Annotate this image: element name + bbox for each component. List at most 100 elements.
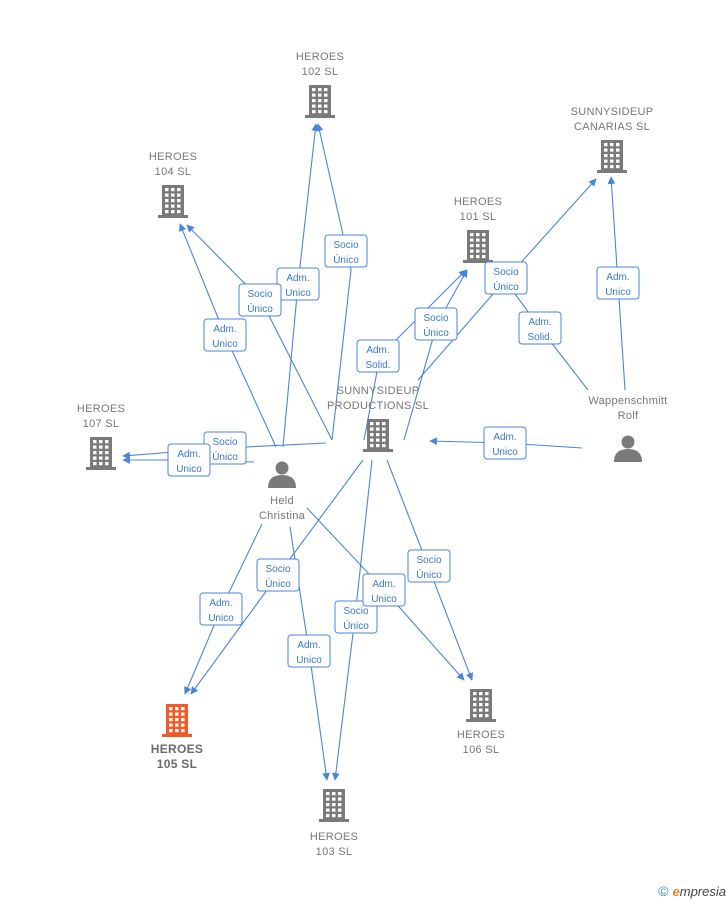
edge-label[interactable]: Adm. Solid.	[518, 311, 562, 345]
edge-label-text: Socio	[212, 437, 237, 448]
edge-label-text: Solid.	[365, 360, 390, 371]
node-label: Held	[270, 495, 294, 507]
edge-label[interactable]: Adm. Unico	[287, 634, 331, 668]
edge-label-text: Único	[247, 302, 273, 315]
company-node-sunnycanarias[interactable]: SUNNYSIDEUP CANARIAS SL	[571, 106, 654, 173]
edge-label-text: Adm.	[286, 273, 309, 284]
node-label: 106 SL	[463, 744, 500, 756]
edge-label[interactable]: Adm. Unico	[167, 443, 211, 477]
edge-label-text: Único	[343, 619, 369, 632]
node-label: Christina	[259, 510, 306, 522]
edge-label[interactable]: Adm. Unico	[483, 426, 527, 460]
edge-label-text: Adm.	[493, 432, 516, 443]
edge-label-text: Unico	[492, 447, 518, 458]
node-label: HEROES	[457, 729, 505, 741]
edge-label-text: Unico	[371, 594, 397, 605]
person-icon	[268, 461, 296, 488]
edge-label-text: Único	[212, 450, 238, 463]
edge-label-text: Adm.	[372, 579, 395, 590]
edge-label-text: Adm.	[209, 598, 232, 609]
company-node-heroes106[interactable]: HEROES 106 SL	[457, 689, 505, 756]
edge-label-text: Unico	[212, 339, 238, 350]
node-label: HEROES	[454, 196, 502, 208]
edge-label[interactable]: Adm. Solid.	[356, 339, 400, 373]
node-label: Rolf	[618, 410, 639, 422]
edge-label-text: Socio	[333, 240, 358, 251]
edge-label-text: Unico	[296, 655, 322, 666]
edge-label[interactable]: Adm. Unico	[199, 592, 243, 626]
node-label: HEROES	[151, 742, 203, 756]
edge-label-text: Adm.	[366, 345, 389, 356]
node-label: PRODUCTIONS SL	[327, 400, 429, 412]
edge-label-text: Unico	[208, 613, 234, 624]
edge-label-text: Socio	[423, 313, 448, 324]
node-label: HEROES	[310, 831, 358, 843]
building-icon	[86, 437, 116, 470]
edge-label-text: Socio	[265, 564, 290, 575]
company-node-heroes103[interactable]: HEROES 103 SL	[310, 789, 358, 858]
building-icon	[158, 185, 188, 218]
edge-label-text: Unico	[285, 288, 311, 299]
node-label: Wappenschmitt	[588, 395, 667, 407]
edge-label-text: Unico	[605, 287, 631, 298]
edge-label-text: Socio	[247, 289, 272, 300]
edge-label-text: Adm.	[297, 640, 320, 651]
node-label: SUNNYSIDEUP	[337, 385, 420, 397]
edge-label-text: Unico	[176, 464, 202, 475]
node-label: SUNNYSIDEUP	[571, 106, 654, 118]
node-label: 105 SL	[157, 757, 198, 771]
edge-line	[315, 123, 352, 441]
building-icon	[319, 789, 349, 822]
edge-label-text: Solid.	[527, 332, 552, 343]
node-label: HEROES	[296, 51, 344, 63]
edge-line	[403, 269, 468, 441]
building-icon	[466, 689, 496, 722]
edge-labels-layer: SocioÚnicoAdm.UnicoSocioÚnicoAdm.UnicoSo…	[167, 234, 640, 668]
building-icon	[162, 704, 192, 737]
edge-label-text: Adm.	[528, 317, 551, 328]
edge-label-text: Adm.	[213, 324, 236, 335]
building-icon	[463, 230, 493, 263]
node-label: 102 SL	[302, 66, 339, 78]
edge-label-text: Socio	[343, 606, 368, 617]
edge-label-text: Único	[423, 326, 449, 339]
node-label: CANARIAS SL	[574, 121, 650, 133]
edge-label-text: Único	[265, 577, 291, 590]
edge-label[interactable]: Adm. Unico	[596, 266, 640, 300]
building-icon	[597, 140, 627, 173]
person-icon	[614, 435, 642, 462]
edge-label[interactable]: Adm. Unico	[203, 318, 247, 352]
edge-label[interactable]: Adm. Unico	[276, 267, 320, 301]
copyright-icon: ©	[658, 883, 669, 899]
edge-label-text: Adm.	[177, 449, 200, 460]
edge-label-text: Único	[493, 280, 519, 293]
node-label: 103 SL	[316, 846, 353, 858]
building-icon	[305, 85, 335, 118]
edge-label[interactable]: Adm. Unico	[362, 573, 406, 607]
edge-label-text: Socio	[416, 555, 441, 566]
edge-label-text: Adm.	[606, 272, 629, 283]
brand-logo: empresia	[672, 883, 726, 899]
node-label: 104 SL	[155, 166, 192, 178]
company-node-heroes102[interactable]: HEROES 102 SL	[296, 51, 344, 118]
node-label: HEROES	[77, 403, 125, 415]
edge-label-text: Único	[416, 568, 442, 581]
company-node-sunnyprod[interactable]: SUNNYSIDEUP PRODUCTIONS SL	[327, 385, 429, 452]
edge-label-text: Único	[333, 253, 359, 266]
